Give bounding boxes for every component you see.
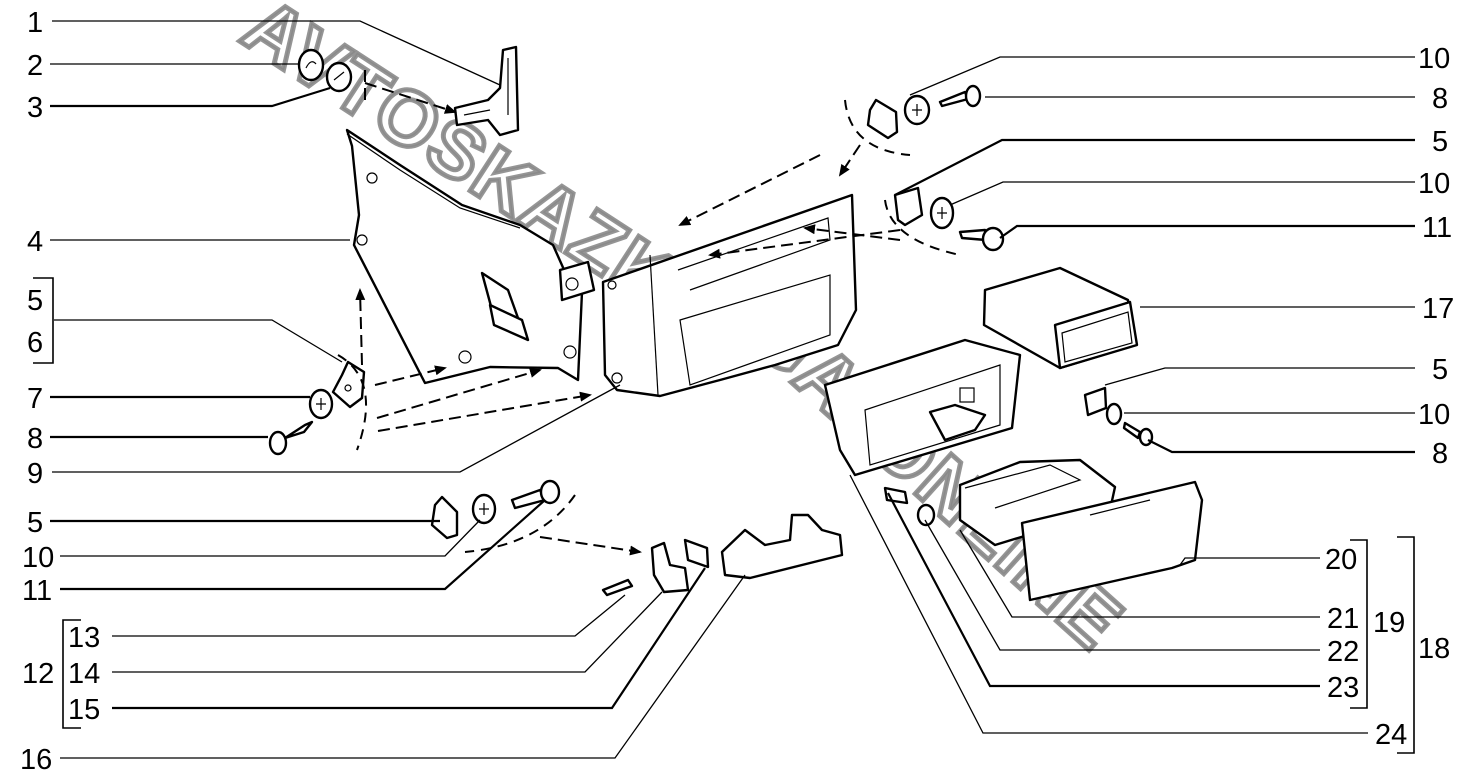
callout-11: 11: [1422, 212, 1452, 244]
callout-5: 5: [27, 285, 43, 317]
part-1-bracket: [453, 45, 520, 137]
callout-8: 8: [1432, 438, 1448, 470]
callout-10: 10: [1418, 43, 1450, 75]
part-16-hook: [720, 513, 844, 580]
assembly-arrow: [803, 224, 901, 241]
assembly-arrow: [376, 368, 542, 419]
assembly-arc: [464, 494, 576, 553]
part-15-plate: [683, 538, 710, 569]
part-11-screw-right: [958, 226, 1005, 252]
part-3-nut: [325, 61, 353, 93]
part-5-clip-top-right: [866, 98, 899, 140]
part-10-washer-right: [929, 196, 955, 230]
callout-18: 18: [1418, 633, 1450, 665]
bracket-12: [62, 619, 81, 729]
part-5-clip-left: [331, 360, 366, 409]
assembly-arrow: [539, 536, 642, 556]
callout-23: 23: [1327, 672, 1359, 704]
assembly-arc: [884, 199, 961, 256]
part-8-screw-right-lower: [1122, 421, 1154, 447]
part-4-side-panel: [345, 128, 596, 385]
assembly-arrow: [377, 391, 592, 432]
part-20-glovebox-lid: [1020, 480, 1204, 602]
callout-24: 24: [1375, 719, 1407, 751]
part-14-hinge: [650, 541, 690, 594]
callout-11: 11: [22, 575, 52, 607]
part-5-clip-right: [893, 186, 924, 227]
callout-10: 10: [22, 542, 54, 574]
callout-5: 5: [27, 507, 43, 539]
part-7-washer-left: [308, 388, 334, 420]
callout-17: 17: [1422, 293, 1454, 325]
callouts-right: 10 8 5 10 11 17 5 10 8 20 21 22 23 24 19…: [1325, 43, 1454, 751]
callout-19: 19: [1373, 607, 1405, 639]
bracket-5-6: [33, 277, 54, 364]
part-22-washer: [916, 503, 936, 527]
callout-14: 14: [68, 658, 100, 690]
callout-20: 20: [1325, 544, 1357, 576]
part-9-center-bezel: [601, 193, 858, 398]
part-5-clip-lower: [430, 495, 459, 540]
part-5-clip-right-lower: [1083, 386, 1108, 417]
part-13-rivet: [601, 578, 634, 597]
part-8-screw-top-right: [938, 84, 982, 108]
callout-5: 5: [1432, 354, 1448, 386]
assembly-arrow: [364, 82, 457, 114]
callout-22: 22: [1327, 636, 1359, 668]
callout-12: 12: [22, 658, 54, 690]
callout-16: 16: [20, 744, 52, 776]
bracket-19: [1350, 539, 1368, 709]
part-21-glovebox-tub: [958, 458, 1117, 547]
leader-lines: [50, 20, 1415, 759]
part-11-screw-lower: [510, 479, 561, 510]
callout-15: 15: [68, 694, 100, 726]
callout-7: 7: [27, 383, 43, 415]
part-8-screw-left: [268, 420, 314, 456]
callout-1: 1: [27, 7, 43, 39]
callout-6: 6: [27, 327, 43, 359]
callout-4: 4: [27, 226, 43, 258]
callout-9: 9: [27, 458, 43, 490]
assembly-arrow: [708, 229, 901, 259]
part-24-glovebox-frame: [823, 338, 1022, 477]
part-10-washer-top-right: [903, 94, 931, 126]
part-2-washer: [297, 48, 325, 82]
callout-8: 8: [27, 423, 43, 455]
callout-13: 13: [68, 622, 100, 654]
part-10-washer-right-lower: [1105, 402, 1123, 426]
callouts-left: 1 2 3 4 5 6 7 8 9 5 10 11 12 13 14 15 16: [20, 7, 100, 776]
callout-8: 8: [1432, 83, 1448, 115]
callout-21: 21: [1327, 603, 1359, 635]
assembly-arrow: [355, 288, 366, 366]
assembly-arrow: [838, 144, 861, 177]
callout-5: 5: [1432, 126, 1448, 158]
callout-10: 10: [1418, 399, 1450, 431]
callout-10: 10: [1418, 168, 1450, 200]
bracket-18: [1397, 536, 1415, 754]
callout-3: 3: [27, 92, 43, 124]
assembly-arrow: [678, 154, 821, 226]
assembly-arrow: [374, 365, 447, 386]
callout-2: 2: [27, 50, 43, 82]
group-brackets: [33, 277, 1415, 754]
part-17-ashtray-box: [982, 266, 1139, 370]
assembly-arc: [337, 354, 368, 451]
part-10-washer-lower: [471, 493, 497, 525]
